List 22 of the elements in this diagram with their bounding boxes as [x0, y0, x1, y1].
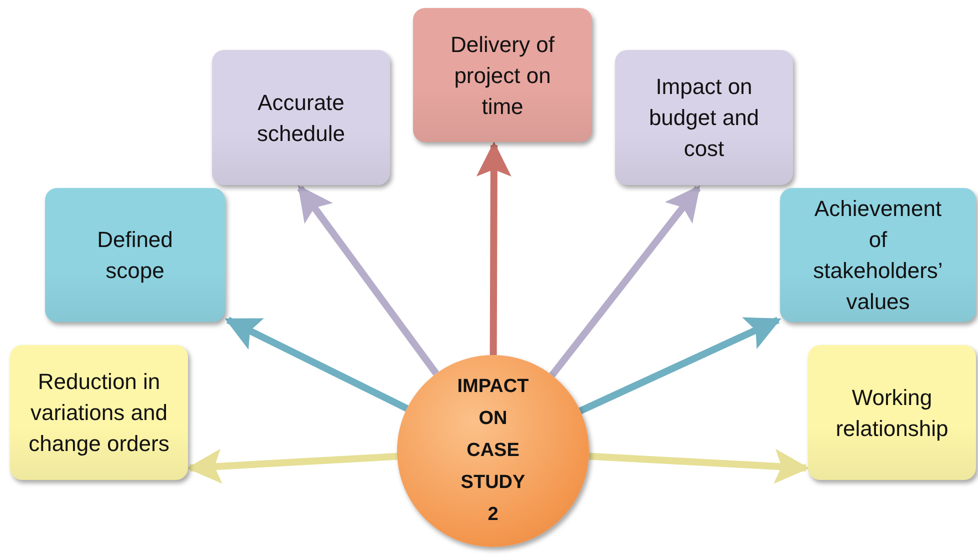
arrow — [297, 185, 440, 376]
outcome-box — [808, 345, 976, 480]
node-label: Delivery of project on time — [450, 30, 556, 120]
arrow — [476, 142, 512, 355]
arrow — [186, 448, 398, 484]
outcome-box — [413, 8, 592, 142]
outcome-box — [212, 50, 390, 185]
outcome-box — [780, 188, 976, 322]
arrow — [578, 316, 782, 414]
node-label: Working relationship — [834, 384, 950, 443]
node-label: IMPACT ON CASE STUDY 2 — [457, 375, 529, 527]
node-label: Accurate schedule — [256, 88, 346, 148]
node-label: Reduction in variations and change orders — [28, 368, 170, 458]
node-label: Achievement of stakeholders’ values — [812, 195, 944, 316]
outcome-box — [10, 345, 188, 480]
outcome-box — [615, 50, 793, 185]
arrow — [224, 316, 408, 412]
outcome-box — [45, 188, 225, 322]
arrow — [588, 448, 810, 484]
arrow — [549, 185, 701, 378]
node-label: Impact on budget and cost — [648, 73, 760, 163]
node-label: Defined scope — [96, 226, 174, 285]
